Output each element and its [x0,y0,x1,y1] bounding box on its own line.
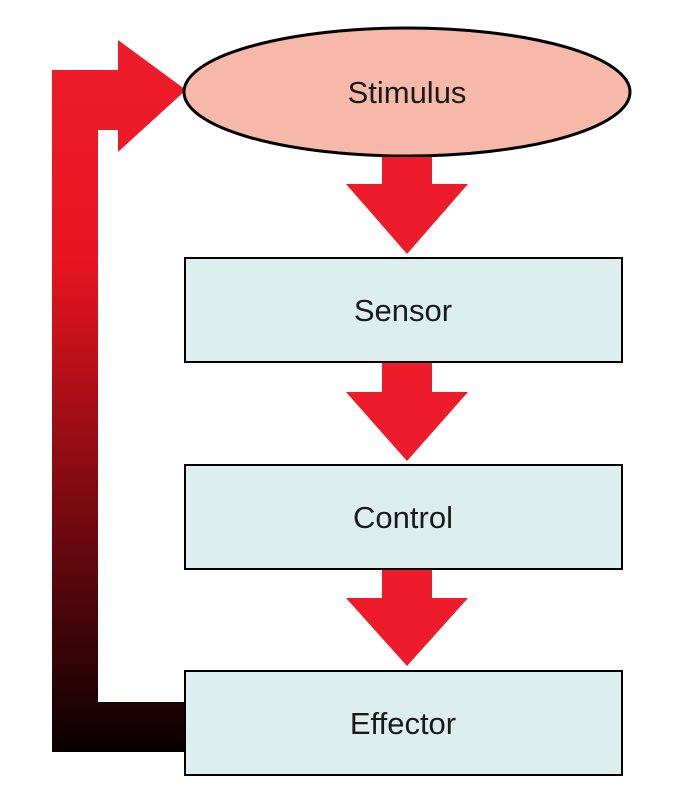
arrow-control-to-effector [346,570,468,666]
stimulus-node [182,26,632,158]
effector-label: Effector [350,706,456,741]
arrow-stimulus-to-sensor [346,157,468,254]
stimulus-label: Stimulus [348,75,467,110]
sensor-box [184,257,623,363]
arrow-sensor-to-control [346,363,468,461]
sensor-label: Sensor [354,293,452,328]
control-box [184,464,623,570]
feedback-arrow [52,40,186,752]
effector-box [184,670,623,776]
control-label: Control [353,500,453,535]
